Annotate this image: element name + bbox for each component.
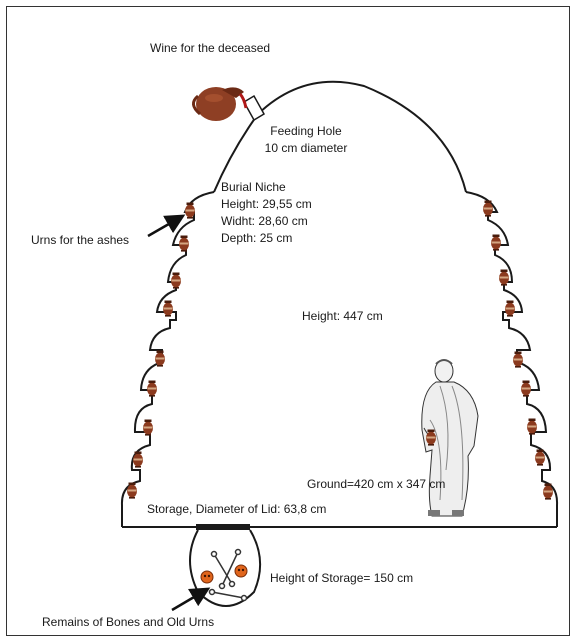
urn-icon bbox=[543, 483, 553, 500]
bones bbox=[208, 548, 248, 602]
urn-icon bbox=[179, 235, 189, 252]
storage-pit bbox=[189, 529, 262, 607]
urn-icon bbox=[163, 300, 173, 317]
storage-lid-label: Storage, Diameter of Lid: 63,8 cm bbox=[147, 502, 327, 516]
arrow-icon bbox=[171, 587, 211, 612]
feeding-hole-diameter: 10 cm diameter bbox=[264, 141, 348, 155]
urn-icon bbox=[513, 351, 523, 368]
roman-figure-icon bbox=[421, 359, 479, 517]
urn-icon bbox=[505, 300, 515, 317]
ground-label: Ground=420 cm x 347 cm bbox=[307, 477, 446, 491]
feeding-hole-tube bbox=[242, 94, 266, 122]
remains-label: Remains of Bones and Old Urns bbox=[42, 615, 215, 629]
storage-height-label: Height of Storage= 150 cm bbox=[270, 571, 414, 585]
feeding-hole-title: Feeding Hole bbox=[270, 124, 342, 138]
wine-jug-icon bbox=[192, 87, 248, 121]
niche-depth: Depth: 25 cm bbox=[221, 231, 293, 245]
burial-niche-title: Burial Niche bbox=[221, 180, 286, 194]
skull-icon bbox=[234, 564, 248, 578]
wine-label: Wine for the deceased bbox=[150, 41, 271, 55]
height-label: Height: 447 cm bbox=[302, 309, 383, 323]
urn-icon bbox=[491, 234, 501, 251]
urn-icon bbox=[535, 449, 545, 466]
right-wall bbox=[465, 191, 559, 527]
burial-niche-label: Burial Niche Height: 29,55 cm Widht: 28,… bbox=[221, 179, 312, 247]
urn-icon bbox=[521, 380, 531, 397]
urn-icon bbox=[143, 419, 153, 436]
skull-icon bbox=[200, 570, 214, 584]
urn-icon bbox=[483, 200, 493, 217]
urn-icon bbox=[127, 482, 137, 499]
arrow-icon bbox=[147, 214, 186, 238]
left-wall bbox=[120, 191, 215, 527]
niche-width: Widht: 28,60 cm bbox=[221, 214, 308, 228]
niche-height: Height: 29,55 cm bbox=[221, 197, 312, 211]
dome bbox=[213, 80, 467, 193]
urn-icon bbox=[133, 451, 143, 468]
urn-icon bbox=[171, 272, 181, 289]
feeding-hole-label: Feeding Hole 10 cm diameter bbox=[256, 123, 356, 157]
urn-icon bbox=[147, 380, 157, 397]
storage-lid bbox=[196, 524, 250, 530]
urns-label: Urns for the ashes bbox=[31, 233, 130, 247]
diagram-frame bbox=[6, 6, 570, 636]
urn-icon bbox=[499, 269, 509, 286]
